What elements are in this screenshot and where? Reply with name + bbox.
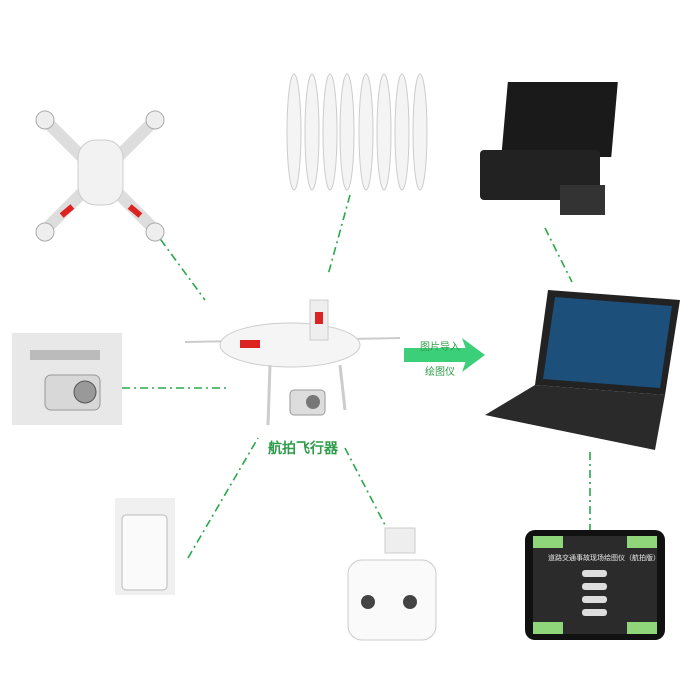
tablet-menu-button <box>582 570 607 577</box>
tablet-menu-button <box>582 596 607 603</box>
arrow-top-label: 图片导入 <box>420 342 460 353</box>
connector-lines <box>122 194 591 559</box>
connector-controller <box>344 447 386 526</box>
printer-image <box>480 82 618 215</box>
gimbal-camera-image <box>12 333 122 425</box>
connector-printer <box>544 227 573 283</box>
tablet-menu-button <box>582 583 607 590</box>
center-label: 航拍飞行器 <box>268 441 338 457</box>
remote-controller-image <box>347 527 437 641</box>
tablet-title: 道路交通事故现场绘图仪（航拍版） <box>548 554 660 562</box>
propellers-image <box>286 73 428 191</box>
tablet-image <box>525 530 665 640</box>
battery-image <box>115 498 175 595</box>
quadcopter-image <box>35 110 165 242</box>
connector-propellers <box>327 194 351 276</box>
aerial-drone-image <box>184 299 401 426</box>
connector-quadcopter <box>149 224 206 301</box>
arrow-bottom-label: 绘图仪 <box>425 367 455 378</box>
tablet-menu-button <box>582 609 607 616</box>
connector-battery <box>187 437 259 559</box>
laptop-image <box>485 290 680 450</box>
import-arrow <box>404 338 485 372</box>
